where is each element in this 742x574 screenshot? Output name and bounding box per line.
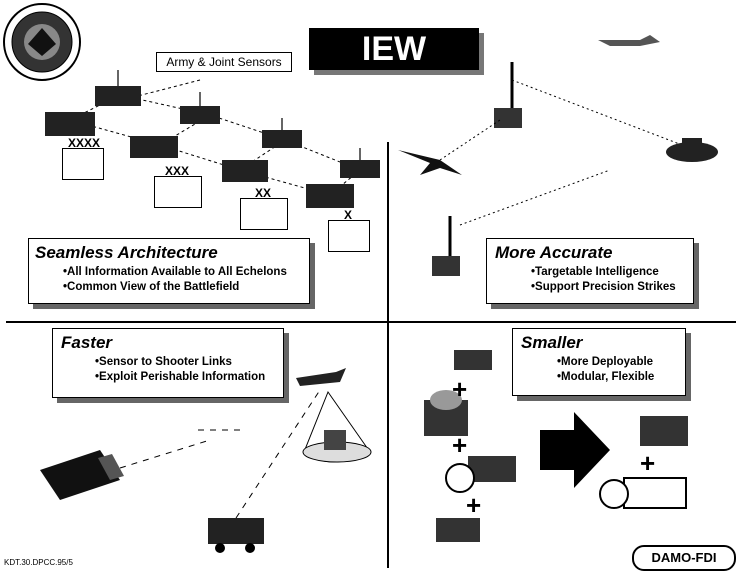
plus-sign: + <box>640 448 656 478</box>
bullet-item: Support Precision Strikes <box>531 280 685 295</box>
echelon-box-division <box>240 198 288 230</box>
launcher-icon <box>40 450 124 500</box>
bullet-item: Modular, Flexible <box>557 370 677 385</box>
panel-seamless-title: Seamless Architecture <box>35 243 218 262</box>
echelon-box-brigade <box>328 220 370 252</box>
panel-faster-title: Faster <box>61 333 113 352</box>
panel-smaller: Smaller More Deployable Modular, Flexibl… <box>512 328 686 396</box>
page-title: IEW Vision <box>309 28 479 110</box>
seal-icon <box>3 3 81 81</box>
vehicle-icon <box>45 86 380 208</box>
plus-sign: + <box>452 430 468 460</box>
bullet-item: Common View of the Battlefield <box>63 280 303 295</box>
echelon-label-army: XXXX <box>67 136 100 150</box>
panel-smaller-title: Smaller <box>521 333 583 352</box>
bullet-item: All Information Available to All Echelon… <box>63 265 303 280</box>
echelon-label-division: XX <box>254 186 271 200</box>
system-component-icons <box>424 350 688 542</box>
panel-faster: Faster Sensor to Shooter Links Exploit P… <box>52 328 284 398</box>
plus-sign: + <box>452 374 468 404</box>
antenna-truck-icon <box>432 62 522 276</box>
bullet-item: Sensor to Shooter Links <box>95 355 275 370</box>
tank-icon <box>666 138 718 162</box>
network-links-right <box>439 79 691 226</box>
panel-smaller-bullets: More Deployable Modular, Flexible <box>557 355 677 385</box>
panel-seamless-bullets: All Information Available to All Echelon… <box>63 265 303 295</box>
bullet-item: More Deployable <box>557 355 677 370</box>
shooter-truck-icon <box>208 518 264 553</box>
sensors-callout: Army & Joint Sensors <box>156 52 292 72</box>
panel-seamless-architecture: Seamless Architecture All Information Av… <box>28 238 310 304</box>
panel-accurate-title: More Accurate <box>495 243 613 262</box>
arrow-right-icon <box>540 412 610 488</box>
bullet-item: Targetable Intelligence <box>531 265 685 280</box>
panel-faster-bullets: Sensor to Shooter Links Exploit Perishab… <box>95 355 275 385</box>
echelon-label-brigade: X <box>343 208 352 222</box>
echelon-box-army <box>62 148 104 180</box>
panel-more-accurate: More Accurate Targetable Intelligence Su… <box>486 238 694 304</box>
echelon-box-corps <box>154 176 202 208</box>
bullet-item: Exploit Perishable Information <box>95 370 275 385</box>
document-reference: KDT.30.DPCC.95/5 <box>4 558 73 567</box>
panel-accurate-bullets: Targetable Intelligence Support Precisio… <box>531 265 685 295</box>
antenna-icon <box>117 70 361 160</box>
plus-sign: + <box>466 490 482 520</box>
aircraft-icon <box>398 35 660 175</box>
sensor-shooter-links <box>119 389 321 519</box>
office-badge: DAMO-FDI <box>632 545 736 571</box>
echelon-label-corps: XXX <box>164 164 189 178</box>
uav-icon <box>296 368 372 463</box>
